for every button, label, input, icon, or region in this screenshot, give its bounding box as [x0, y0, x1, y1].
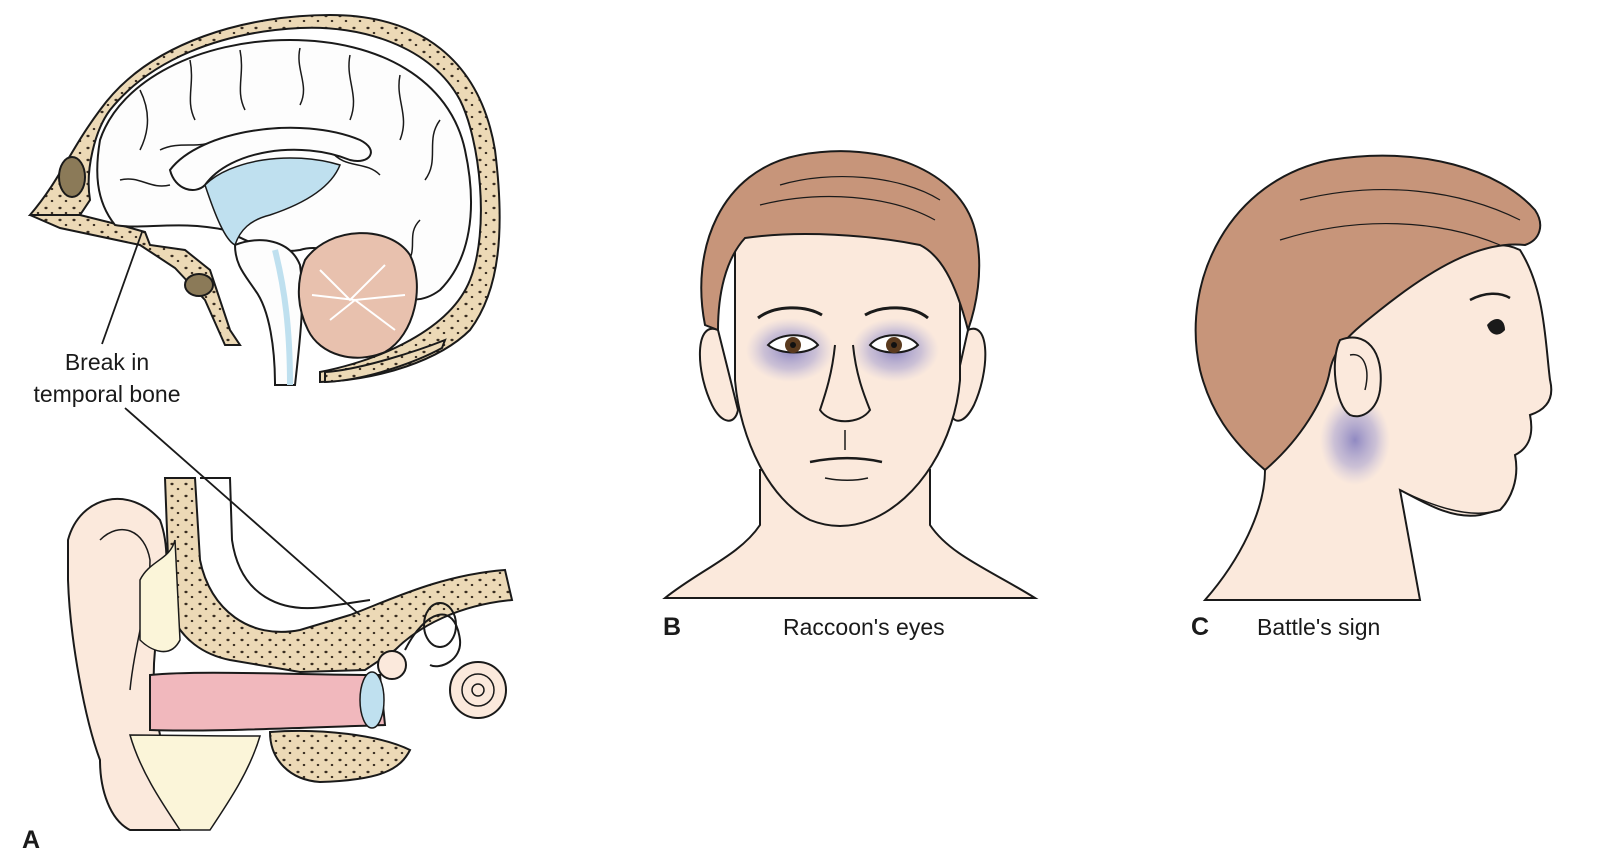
fracture-label-line2: temporal bone [33, 381, 181, 407]
panel-c-letter: C [1191, 613, 1210, 641]
skull-section [27, 13, 501, 386]
fracture-label-line1: Break in [64, 349, 150, 375]
panel-c-caption: Battle's sign [1257, 614, 1381, 640]
head-profile [1194, 154, 1553, 601]
face-front [662, 150, 1039, 599]
panel-a-letter: A [22, 826, 41, 854]
panel-b-caption: Raccoon's eyes [783, 614, 945, 640]
fracture-leader-lines [101, 231, 361, 616]
ear-section [67, 477, 514, 831]
mastoid-bruise [1320, 395, 1390, 485]
fracture-label: Break in temporal bone [22, 346, 192, 410]
panel-b-letter: B [663, 613, 682, 641]
